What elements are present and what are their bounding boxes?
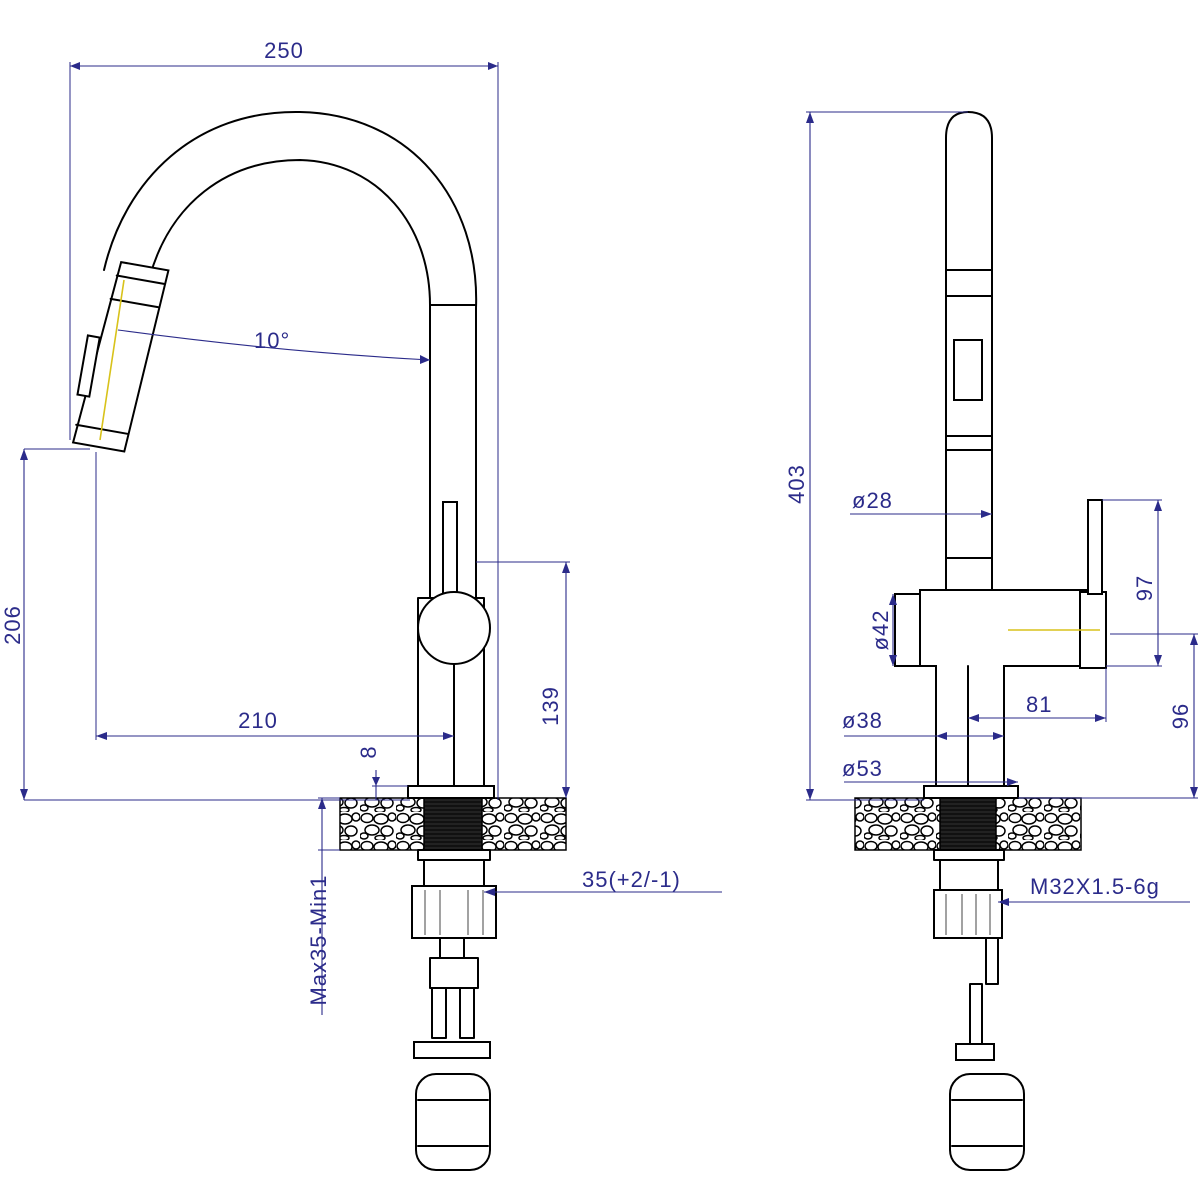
side-dim-spout-height: 206 (0, 448, 410, 801)
front-dim-total-height: 403 (784, 111, 968, 801)
front-countertop (854, 797, 1082, 851)
front-view: 403 ø28 ø42 97 81 (784, 110, 1198, 1171)
front-mounting-hardware (933, 849, 1005, 1061)
front-dim-lever: 97 (1102, 499, 1162, 667)
dim-139: 139 (538, 686, 563, 726)
side-dim-angle: 10° (117, 328, 431, 364)
dim-81: 81 (1026, 692, 1052, 717)
dim-8: 8 (356, 745, 381, 758)
front-base-ring (923, 785, 1019, 799)
side-dim-counter: Max35-Min1 (306, 797, 340, 1015)
dim-35: 35(+2/-1) (582, 867, 681, 892)
side-mounting-hardware (411, 849, 497, 1059)
front-lever (1087, 499, 1103, 595)
dim-250: 250 (264, 38, 304, 63)
front-dim-offset: 81 (968, 668, 1107, 722)
side-handle-knob (417, 591, 491, 665)
side-spout-inner (149, 159, 431, 599)
side-dim-reach: 210 (95, 452, 454, 740)
front-dim-stem: ø38 (842, 708, 1004, 740)
side-dim-base-thickness: 8 (356, 745, 408, 800)
dim-28: ø28 (852, 488, 893, 513)
dim-max35: Max35-Min1 (306, 874, 331, 1005)
dim-210: 210 (238, 708, 278, 733)
dim-96: 96 (1168, 703, 1193, 729)
side-spray-head (71, 260, 170, 453)
side-view: 250 10° 206 210 139 (0, 38, 722, 1171)
dim-38: ø38 (842, 708, 883, 733)
dim-403: 403 (784, 464, 809, 504)
front-hose-cap (949, 1073, 1025, 1171)
front-dim-thread: M32X1.5-6g (998, 874, 1190, 906)
dim-42: ø42 (868, 610, 893, 651)
dim-97: 97 (1132, 575, 1157, 601)
dim-m32: M32X1.5-6g (1030, 874, 1160, 899)
dim-53: ø53 (842, 756, 883, 781)
side-spout-neck (103, 110, 478, 599)
side-base-ring (407, 785, 495, 799)
front-dim-tube: ø28 (850, 488, 992, 518)
side-countertop (339, 797, 567, 851)
dim-10-deg: 10° (254, 328, 290, 353)
front-dim-base: ø53 (842, 756, 1018, 786)
front-dim-body-height: 96 (1018, 633, 1198, 799)
side-dim-width: 250 (69, 38, 499, 800)
side-dim-hole: 35(+2/-1) (484, 867, 722, 896)
side-dim-lever-height: 139 (476, 561, 570, 798)
front-body (919, 589, 1087, 789)
side-hose-cap (415, 1073, 491, 1171)
dim-206: 206 (0, 605, 25, 645)
front-dim-body: ø42 (868, 594, 897, 666)
